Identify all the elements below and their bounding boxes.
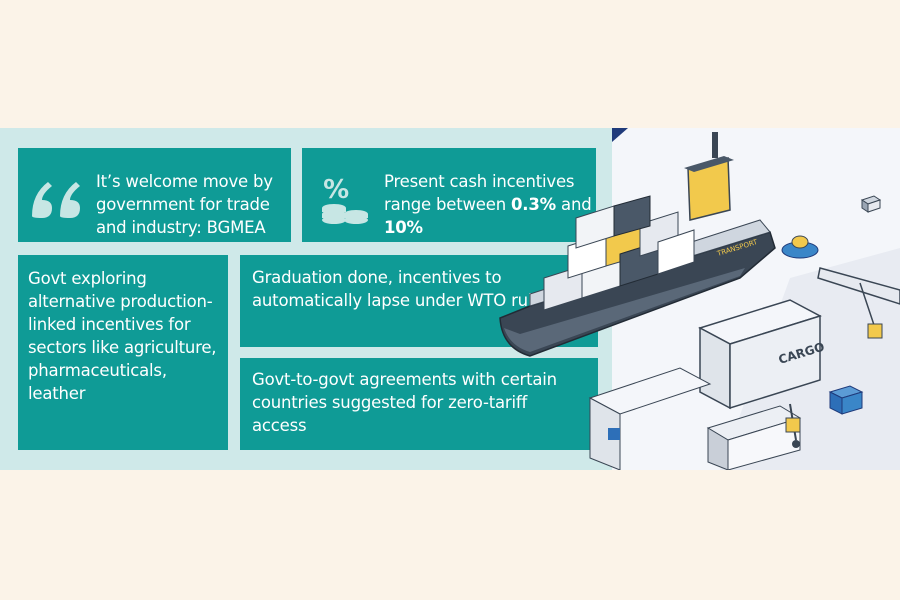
- ship-hull-shade: [504, 268, 745, 352]
- crane-arm: [817, 267, 900, 305]
- ship-mast: [712, 132, 718, 158]
- truck-back: [707, 427, 729, 470]
- small-crate-front: [867, 199, 881, 213]
- hand-truck-box: [785, 417, 801, 433]
- box-icon: [608, 428, 620, 440]
- quote-icon: [32, 182, 80, 218]
- max-incentive-value: 10%: [384, 218, 423, 237]
- svg-text:%: %: [323, 175, 349, 205]
- pallet-box-front: [841, 391, 863, 415]
- g2g-agreements-card: Govt-to-govt agreements with certain cou…: [240, 358, 598, 450]
- ship-bridge-roof: [684, 156, 734, 172]
- min-incentive-value: 0.3%: [511, 195, 556, 214]
- crane-load: [867, 323, 883, 339]
- cash-incentive-text: Present cash incentives range between 0.…: [384, 170, 594, 239]
- graduation-text: Graduation done, incentives to automatic…: [252, 268, 551, 310]
- container-white: [657, 229, 695, 275]
- cargo-container-front: [729, 314, 821, 410]
- container-dark: [613, 195, 651, 237]
- cash-incentive-card: % Present cash incentives range between …: [302, 148, 596, 242]
- cash-incentive-text-part: Present cash incentives range between: [384, 172, 575, 214]
- g2g-agreements-text: Govt-to-govt agreements with certain cou…: [252, 370, 557, 435]
- infographic-banner: It’s welcome move by government for trad…: [0, 128, 900, 470]
- crane-cable: [859, 282, 876, 329]
- alternative-incentives-card: Govt exploring alternative production-li…: [18, 255, 228, 450]
- bgmea-quote-text: It’s welcome move by government for trad…: [96, 172, 273, 237]
- bgmea-quote-card: It’s welcome move by government for trad…: [18, 148, 291, 242]
- percent-coins-icon: %: [322, 175, 368, 224]
- buoy-top: [791, 235, 809, 249]
- cargo-ship-illustration: TRANSPORT CARGO: [499, 128, 900, 470]
- open-container-side: [589, 397, 621, 470]
- cash-incentive-text-part: and: [556, 195, 592, 214]
- corner-accent: [612, 128, 628, 142]
- hand-truck-wheel: [792, 440, 800, 448]
- alternative-incentives-text: Govt exploring alternative production-li…: [28, 269, 217, 403]
